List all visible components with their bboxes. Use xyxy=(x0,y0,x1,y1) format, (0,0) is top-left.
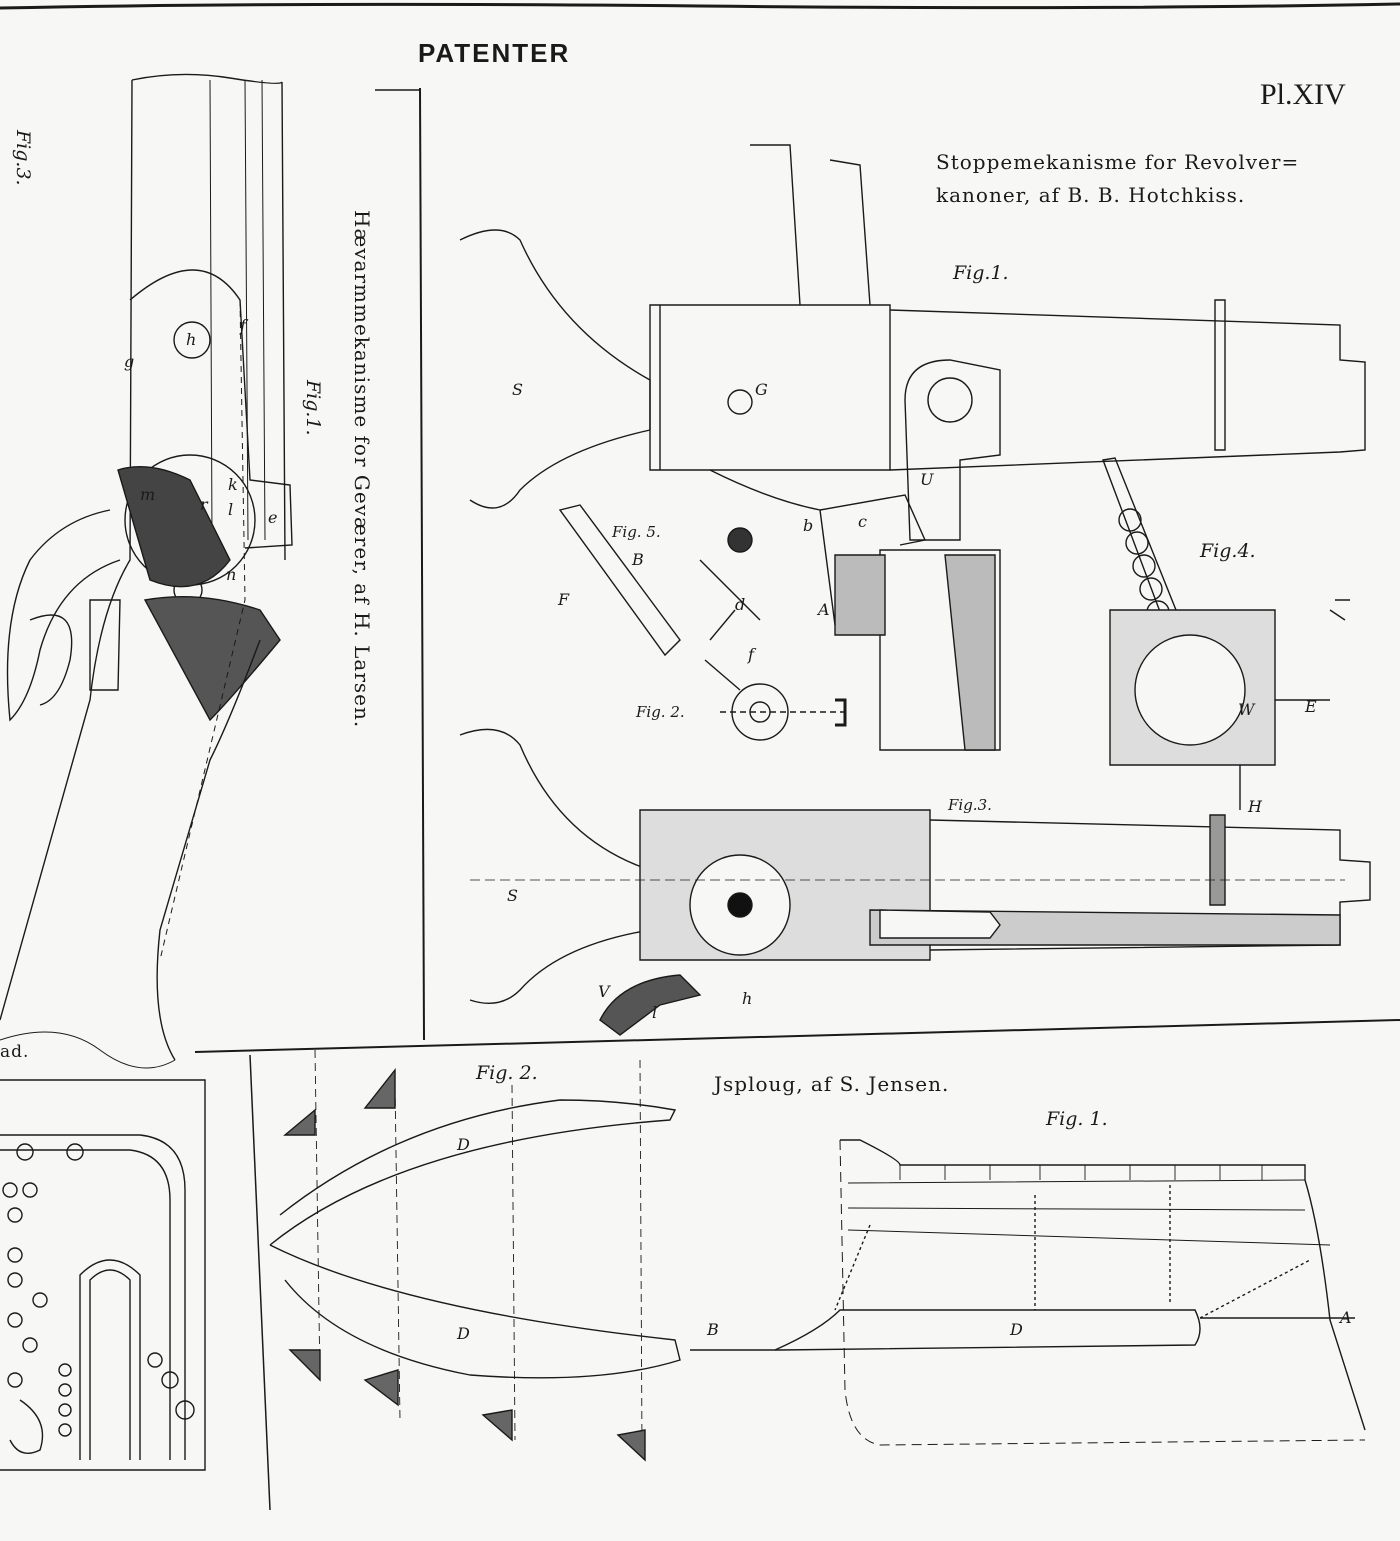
larsen-letter-l: l xyxy=(228,500,234,519)
top-edge xyxy=(0,2,1400,10)
hotchkiss-title-line2: kanoner, af B. B. Hotchkiss. xyxy=(936,183,1246,207)
plate-number: Pl.XIV xyxy=(1260,78,1346,111)
larsen-letter-k: k xyxy=(228,475,238,494)
hotchkiss-letter-f: f xyxy=(748,645,754,664)
larsen-letter-r: r xyxy=(200,495,208,514)
hotchkiss-letter-u: U xyxy=(920,470,934,489)
hotchkiss-letter-h: h xyxy=(742,989,753,1008)
hotchkiss-fig2-drawing xyxy=(704,609,850,741)
hotchkiss-letter-g: G xyxy=(755,380,768,399)
jensen-letter-d3: D xyxy=(1010,1320,1023,1339)
hotchkiss-fig4-drawing xyxy=(1102,457,1350,810)
larsen-letter-e: e xyxy=(268,508,278,527)
jensen-fig2-drawing xyxy=(269,1049,681,1462)
jensen-letter-d2: D xyxy=(457,1324,470,1343)
hotchkiss-fig4-label: Fig.4. xyxy=(1200,540,1256,562)
hotchkiss-fig5-label: Fig. 5. xyxy=(612,523,661,541)
hotchkiss-fig1-drawing xyxy=(459,144,1366,751)
jensen-fig1-label: Fig. 1. xyxy=(1046,1108,1108,1130)
jensen-fig2-label: Fig. 2. xyxy=(476,1062,538,1084)
hotchkiss-title-line1: Stoppemekanisme for Revolver= xyxy=(936,150,1300,174)
hotchkiss-letter-f2: F xyxy=(558,590,570,609)
divider-vertical-1 xyxy=(419,87,425,1041)
jensen-fig1-drawing xyxy=(690,1139,1366,1446)
divider-vertical-2 xyxy=(249,1054,271,1511)
larsen-letter-n: n xyxy=(226,565,237,584)
larsen-fig1-label: Fig.1. xyxy=(302,380,324,436)
left-fig3-label: Fig.3. xyxy=(12,130,34,186)
hotchkiss-fig2-label: Fig. 2. xyxy=(636,703,685,721)
hotchkiss-letter-e: E xyxy=(1305,697,1317,716)
jensen-letter-d1: D xyxy=(457,1135,470,1154)
larsen-letter-h: h xyxy=(186,330,197,349)
hotchkiss-letter-b2: B xyxy=(632,550,644,569)
lower-left-drawing xyxy=(0,1079,206,1471)
larsen-letter-f: f xyxy=(240,316,246,335)
hotchkiss-letter-w: W xyxy=(1238,700,1255,719)
jensen-letter-b: B xyxy=(707,1320,719,1339)
plate-header: PATENTER xyxy=(418,38,571,68)
rifle-drawing xyxy=(0,73,293,1069)
hotchkiss-letter-a: A xyxy=(818,600,830,619)
jensen-title: Jsploug, af S. Jensen. xyxy=(714,1072,950,1096)
hotchkiss-letter-b: b xyxy=(803,516,814,535)
hotchkiss-letter-h2: H xyxy=(1248,797,1262,816)
hotchkiss-fig3-letter-s: S xyxy=(507,886,518,905)
hotchkiss-letter-c: c xyxy=(858,512,867,531)
hotchkiss-letter-v: V xyxy=(598,982,610,1001)
larsen-letter-m: m xyxy=(140,485,156,504)
left-fragment-text: ad. xyxy=(0,1042,30,1062)
larsen-title: Hævarmmekanisme for Geværer, af H. Larse… xyxy=(350,210,374,729)
hotchkiss-letter-d: d xyxy=(735,595,746,614)
divider-horizontal xyxy=(194,1019,1400,1053)
hotchkiss-fig1-label: Fig.1. xyxy=(953,262,1009,284)
hotchkiss-fig3-drawing xyxy=(459,728,1371,1036)
hotchkiss-fig3-label: Fig.3. xyxy=(948,796,992,814)
jensen-letter-a: A xyxy=(1340,1308,1352,1327)
hotchkiss-letter-l: l xyxy=(652,1003,658,1022)
larsen-letter-g: g xyxy=(124,352,135,371)
hotchkiss-letter-s: S xyxy=(512,380,523,399)
